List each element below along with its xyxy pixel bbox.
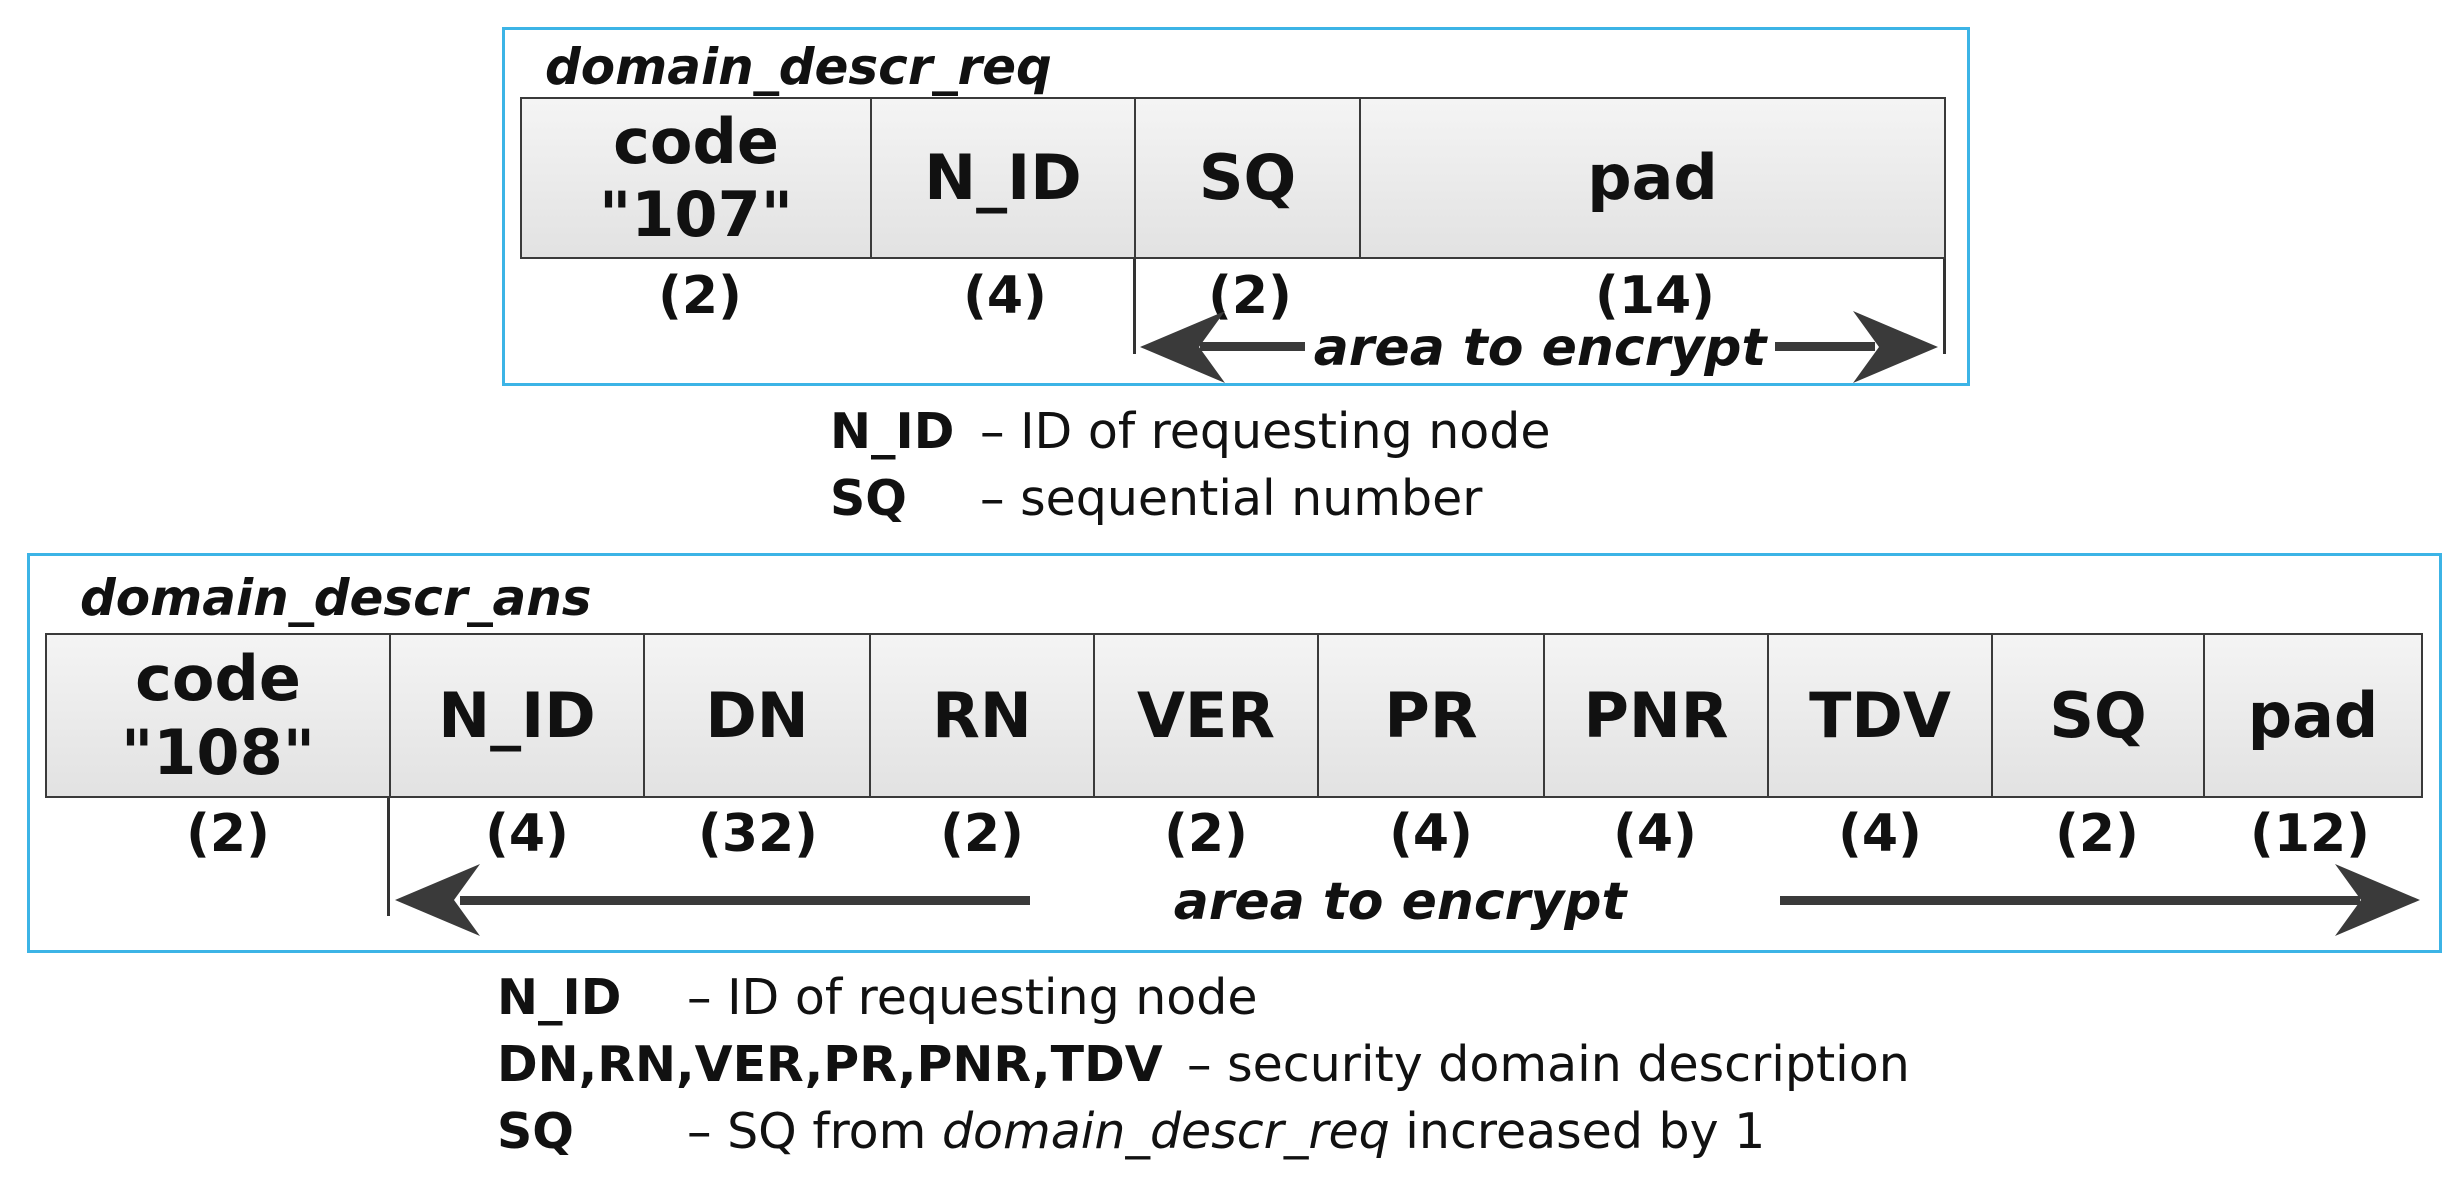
legend-term: N_ID (497, 969, 622, 1026)
ans-arrow-right-shaft (1780, 896, 2360, 905)
ans-legend-n-id: N_ID– ID of requesting node (497, 973, 1258, 1022)
req-size-code: (2) (658, 266, 742, 326)
ans-size-pnr: (4) (1613, 804, 1697, 864)
legend-desc-emphasis: domain_descr_req (941, 1103, 1390, 1160)
legend-term: SQ (497, 1103, 574, 1160)
ans-size-n-id: (4) (485, 804, 569, 864)
req-field-n-id: N_ID (870, 97, 1136, 259)
ans-field-tdv: TDV (1767, 633, 1993, 798)
ans-field-pnr: PNR (1543, 633, 1769, 798)
legend-term: SQ (830, 470, 907, 527)
ans-encrypt-label: area to encrypt (1173, 872, 1627, 932)
legend-desc: – ID of requesting node (980, 403, 1551, 460)
ans-size-dn: (32) (698, 804, 818, 864)
ans-size-tdv: (4) (1838, 804, 1922, 864)
req-size-n-id: (4) (963, 266, 1047, 326)
req-arrow-left-head (1140, 311, 1225, 383)
req-arrow-right-head (1853, 311, 1938, 383)
ans-field-sq: SQ (1991, 633, 2205, 798)
req-legend-sq: SQ– sequential number (830, 474, 1482, 523)
req-encrypt-left-bracket (1133, 259, 1136, 354)
req-arrow-right-shaft (1775, 342, 1875, 351)
ans-field-pr: PR (1317, 633, 1545, 798)
ans-arrow-right-head (2335, 864, 2420, 936)
ans-size-pr: (4) (1389, 804, 1473, 864)
ans-legend-domain-desc: DN,RN,VER,PR,PNR,TDV– security domain de… (497, 1040, 1910, 1089)
ans-field-dn: DN (643, 633, 871, 798)
ans-arrow-left-shaft (460, 896, 1030, 905)
ans-field-ver: VER (1093, 633, 1319, 798)
legend-desc: – security domain description (1187, 1036, 1910, 1093)
req-encrypt-right-bracket (1943, 259, 1946, 354)
ans-field-n-id: N_ID (389, 633, 645, 798)
legend-desc-post: increased by 1 (1389, 1103, 1766, 1160)
req-legend-n-id: N_ID– ID of requesting node (830, 407, 1551, 456)
req-field-pad: pad (1359, 97, 1946, 259)
legend-term: DN,RN,VER,PR,PNR,TDV (497, 1036, 1163, 1093)
req-size-pad: (14) (1595, 266, 1715, 326)
ans-title: domain_descr_ans (80, 569, 592, 627)
ans-size-rn: (2) (940, 804, 1024, 864)
ans-frame (27, 553, 2442, 953)
req-encrypt-label: area to encrypt (1313, 318, 1767, 378)
legend-desc: – ID of requesting node (687, 969, 1258, 1026)
req-field-code: code "107" (520, 97, 872, 259)
req-arrow-left-shaft (1200, 342, 1305, 351)
ans-size-pad: (12) (2250, 804, 2370, 864)
ans-size-ver: (2) (1164, 804, 1248, 864)
ans-field-code: code "108" (45, 633, 391, 798)
legend-term: N_ID (830, 403, 955, 460)
ans-size-code: (2) (186, 804, 270, 864)
req-frame (502, 27, 1970, 386)
ans-legend-sq: SQ– SQ from domain_descr_req increased b… (497, 1107, 1765, 1156)
legend-desc: – sequential number (980, 470, 1483, 527)
req-field-sq: SQ (1134, 97, 1361, 259)
ans-encrypt-left-bracket (387, 798, 390, 916)
req-title: domain_descr_req (545, 38, 1052, 96)
ans-size-sq: (2) (2055, 804, 2139, 864)
ans-field-rn: RN (869, 633, 1095, 798)
legend-desc-pre: – SQ from (687, 1103, 942, 1160)
ans-field-pad: pad (2203, 633, 2423, 798)
ans-arrow-left-head (395, 864, 480, 936)
